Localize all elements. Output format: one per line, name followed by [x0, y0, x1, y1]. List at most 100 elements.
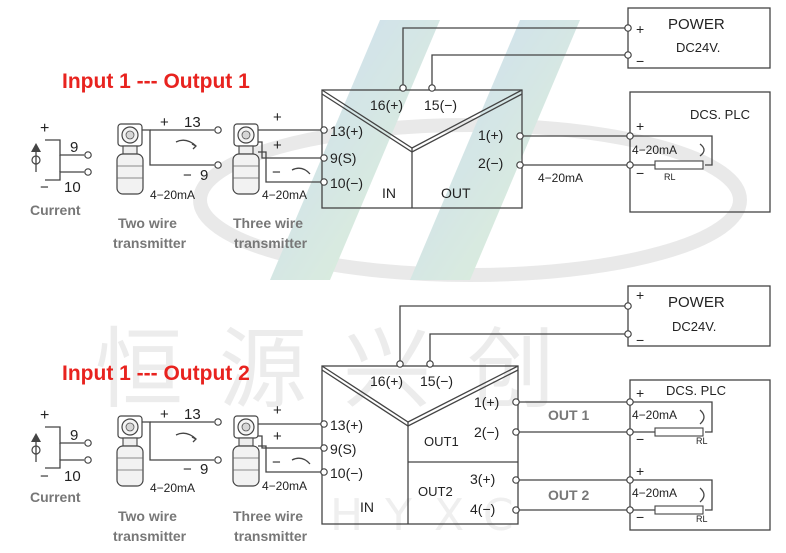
- svg-text:DCS. PLC: DCS. PLC: [690, 107, 750, 122]
- svg-text:OUT: OUT: [441, 185, 471, 201]
- resistor-rl-1: [654, 160, 704, 170]
- svg-text:16(+): 16(+): [370, 97, 403, 113]
- svg-text:transmitter: transmitter: [234, 528, 308, 544]
- svg-text:13: 13: [184, 406, 201, 423]
- watermark-logo-stroke-1: [270, 20, 440, 280]
- svg-text:−: −: [636, 332, 644, 348]
- dcs-plc-1: DCS. PLC + − 4−20mA RL: [626, 91, 771, 213]
- two-wire-transmitter-icon: [116, 123, 144, 195]
- svg-text:−: −: [272, 164, 281, 181]
- svg-text:4−20mA: 4−20mA: [632, 486, 677, 500]
- svg-text:+: +: [40, 120, 49, 137]
- three-wire-transmitter-2: + + − 4−20mA Three wire transmitter: [232, 402, 322, 544]
- svg-text:4−20mA: 4−20mA: [538, 171, 583, 185]
- svg-text:+: +: [636, 118, 644, 134]
- diagram-1-title: Input 1 --- Output 1: [62, 70, 250, 93]
- svg-text:POWER: POWER: [668, 16, 725, 33]
- power-supply-1: + − POWER DC24V.: [402, 7, 771, 85]
- svg-text:−: −: [272, 454, 281, 471]
- three-wire-transmitter-icon: [232, 123, 260, 195]
- diagram-2-title: Input 1 --- Output 2: [62, 362, 250, 385]
- svg-text:9: 9: [200, 167, 208, 184]
- power-supply-2: + − POWER DC24V.: [399, 285, 771, 361]
- svg-text:15(−): 15(−): [420, 373, 453, 389]
- three-wire-transmitter-1: + + − 4−20mA Three wire transmitter: [232, 109, 322, 251]
- svg-text:−: −: [636, 53, 644, 69]
- svg-text:+: +: [273, 428, 282, 445]
- svg-text:4−20mA: 4−20mA: [150, 481, 195, 495]
- svg-text:+: +: [273, 109, 282, 126]
- svg-text:RL: RL: [664, 172, 676, 182]
- svg-text:−: −: [183, 167, 192, 184]
- svg-text:DC24V.: DC24V.: [676, 40, 720, 55]
- svg-text:−: −: [183, 461, 192, 478]
- dcs-plc-2: DCS. PLC + − + − 4−20mA RL 4−20mA RL: [626, 379, 771, 531]
- svg-text:13(+): 13(+): [330, 417, 363, 433]
- two-wire-transmitter-1: + 13 − 9 4−20mA Two wire transmitter: [113, 114, 222, 251]
- svg-text:4−20mA: 4−20mA: [632, 143, 677, 157]
- svg-text:DC24V.: DC24V.: [672, 319, 716, 334]
- current-label: Current: [30, 202, 81, 218]
- svg-text:Three wire: Three wire: [233, 215, 303, 231]
- svg-text:9: 9: [70, 427, 78, 444]
- svg-text:4−20mA: 4−20mA: [262, 188, 307, 202]
- svg-text:4(−): 4(−): [470, 501, 495, 517]
- svg-text:3(+): 3(+): [470, 471, 495, 487]
- diagram-2: Input 1 --- Output 2 + 9 − 10 Current +: [30, 285, 771, 544]
- svg-text:Two wire: Two wire: [118, 508, 177, 524]
- svg-text:9: 9: [200, 461, 208, 478]
- svg-text:2(−): 2(−): [478, 155, 503, 171]
- svg-text:−: −: [636, 165, 644, 181]
- two-wire-transmitter-icon: [116, 415, 144, 487]
- svg-text:POWER: POWER: [668, 294, 725, 311]
- svg-text:OUT2: OUT2: [418, 484, 453, 499]
- svg-text:9: 9: [70, 139, 78, 156]
- svg-text:RL: RL: [696, 436, 708, 446]
- svg-text:OUT1: OUT1: [424, 434, 459, 449]
- svg-text:transmitter: transmitter: [113, 235, 187, 251]
- svg-text:10: 10: [64, 468, 81, 485]
- svg-text:1(+): 1(+): [478, 127, 503, 143]
- diagram-1: Input 1 --- Output 1 + 9 − 10 Current +: [30, 7, 771, 251]
- svg-text:DCS. PLC: DCS. PLC: [666, 383, 726, 398]
- svg-text:+: +: [636, 21, 644, 37]
- isolator-module-1: 16(+) 15(−) 13(+) 9(S) 10(−) IN OUT 1(+)…: [320, 84, 524, 209]
- two-wire-transmitter-2: + 13 − 9 4−20mA Two wire transmitter: [113, 406, 222, 544]
- svg-text:IN: IN: [382, 185, 396, 201]
- svg-text:transmitter: transmitter: [113, 528, 187, 544]
- current-flow-arrow-icon: [175, 139, 197, 150]
- svg-text:1(+): 1(+): [474, 394, 499, 410]
- resistor-rl-2b: [654, 505, 704, 515]
- svg-text:10(−): 10(−): [330, 175, 363, 191]
- watermark-chinese: 恒源兴创: [95, 318, 591, 421]
- svg-text:IN: IN: [360, 499, 374, 515]
- svg-text:15(−): 15(−): [424, 97, 457, 113]
- svg-text:−: −: [636, 431, 644, 447]
- svg-text:10(−): 10(−): [330, 465, 363, 481]
- current-source-1: + 9 − 10 Current: [30, 120, 92, 218]
- svg-text:Two wire: Two wire: [118, 215, 177, 231]
- svg-text:Three wire: Three wire: [233, 508, 303, 524]
- svg-text:4−20mA: 4−20mA: [150, 188, 195, 202]
- isolator-module-2: 16(+) 15(−) 13(+) 9(S) 10(−) IN OUT1 OUT…: [320, 360, 520, 525]
- svg-text:−: −: [636, 509, 644, 525]
- svg-text:4−20mA: 4−20mA: [262, 479, 307, 493]
- svg-text:+: +: [273, 137, 282, 154]
- svg-text:+: +: [160, 114, 169, 131]
- svg-text:+: +: [636, 287, 644, 303]
- watermark-letters: HYXC: [330, 490, 536, 541]
- svg-text:−: −: [40, 468, 49, 485]
- svg-text:Current: Current: [30, 489, 81, 505]
- svg-text:2(−): 2(−): [474, 424, 499, 440]
- resistor-rl-2a: [654, 427, 704, 437]
- svg-text:9(S): 9(S): [330, 441, 356, 457]
- svg-text:transmitter: transmitter: [234, 235, 308, 251]
- svg-text:9(S): 9(S): [330, 150, 356, 166]
- svg-text:+: +: [636, 463, 644, 479]
- svg-text:−: −: [40, 179, 49, 196]
- svg-text:16(+): 16(+): [370, 373, 403, 389]
- watermark-logo-stroke-2: [410, 20, 580, 280]
- watermark: 恒源兴创 HYXC: [95, 20, 747, 541]
- three-wire-transmitter-icon: [232, 415, 260, 487]
